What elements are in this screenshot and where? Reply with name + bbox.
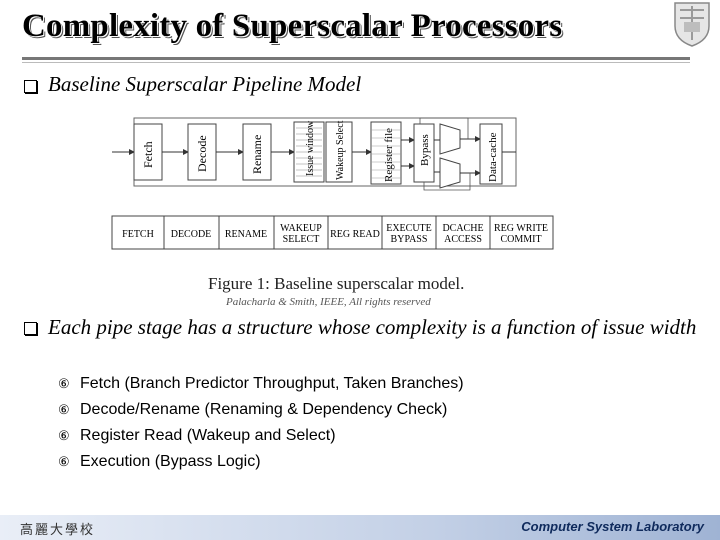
sub-item-label: Register Read (Wakeup and Select)	[80, 427, 336, 444]
bullet-pipe-stage-complexity: Each pipe stage has a structure whose co…	[48, 315, 697, 339]
stage-execute-bypass-1: EXECUTE	[386, 223, 432, 234]
circled-six-marker-icon: ⑥	[58, 402, 70, 417]
footer-lab-name: Computer System Laboratory	[521, 519, 704, 534]
bullet-baseline-model: Baseline Superscalar Pipeline Model	[48, 72, 362, 96]
block-fetch-label: Fetch	[141, 141, 155, 168]
slide-title: Complexity of Superscalar Processors	[22, 8, 563, 44]
stage-decode: DECODE	[171, 229, 212, 240]
bullet-square-icon	[24, 322, 37, 335]
stage-reg-write-commit-2: COMMIT	[500, 234, 541, 245]
stage-reg-read: REG READ	[330, 229, 380, 240]
sub-item-label: Fetch (Branch Predictor Throughput, Take…	[80, 375, 464, 392]
stage-fetch: FETCH	[122, 229, 154, 240]
block-rename-label: Rename	[250, 135, 264, 174]
sub-item-execution: ⑥ Execution (Bypass Logic)	[58, 453, 261, 471]
sub-item-decode-rename: ⑥ Decode/Rename (Renaming & Dependency Ch…	[58, 401, 447, 419]
title-underline	[22, 57, 690, 60]
bullet-square-icon	[24, 80, 37, 93]
block-register-file-label: Register file	[383, 128, 395, 182]
block-bypass-label: Bypass	[419, 134, 431, 166]
figure-credit: Palacharla & Smith, IEEE, All rights res…	[226, 296, 431, 308]
stage-wakeup-select-2: SELECT	[283, 234, 320, 245]
footer-bar: 高麗大學校 Computer System Laboratory	[0, 515, 720, 540]
pipeline-diagram: Fetch Decode Rename Issue window Wakeup …	[111, 117, 554, 250]
stage-dcache-access-1: DCACHE	[442, 223, 483, 234]
stage-reg-write-commit-1: REG WRITE	[494, 223, 548, 234]
circled-six-marker-icon: ⑥	[58, 376, 70, 391]
footer-university-name: 高麗大學校	[20, 522, 96, 537]
university-crest-icon	[674, 2, 710, 47]
stage-wakeup-select-1: WAKEUP	[280, 223, 322, 234]
circled-six-marker-icon: ⑥	[58, 454, 70, 469]
sub-item-label: Execution (Bypass Logic)	[80, 453, 261, 470]
stage-rename: RENAME	[225, 229, 267, 240]
sub-item-fetch: ⑥ Fetch (Branch Predictor Throughput, Tak…	[58, 375, 464, 393]
block-issue-window-label: Issue window	[305, 120, 316, 176]
block-data-cache-label: Data-cache	[487, 132, 499, 182]
stage-execute-bypass-2: BYPASS	[391, 234, 428, 245]
title-underline-thin	[22, 62, 690, 63]
sub-item-label: Decode/Rename (Renaming & Dependency Che…	[80, 401, 448, 418]
figure-caption: Figure 1: Baseline superscalar model.	[208, 274, 465, 293]
block-wakeup-select-label: Wakeup Select	[335, 120, 346, 180]
circled-six-marker-icon: ⑥	[58, 428, 70, 443]
stage-dcache-access-2: ACCESS	[444, 234, 482, 245]
block-decode-label: Decode	[195, 135, 209, 172]
sub-item-register-read: ⑥ Register Read (Wakeup and Select)	[58, 427, 336, 445]
